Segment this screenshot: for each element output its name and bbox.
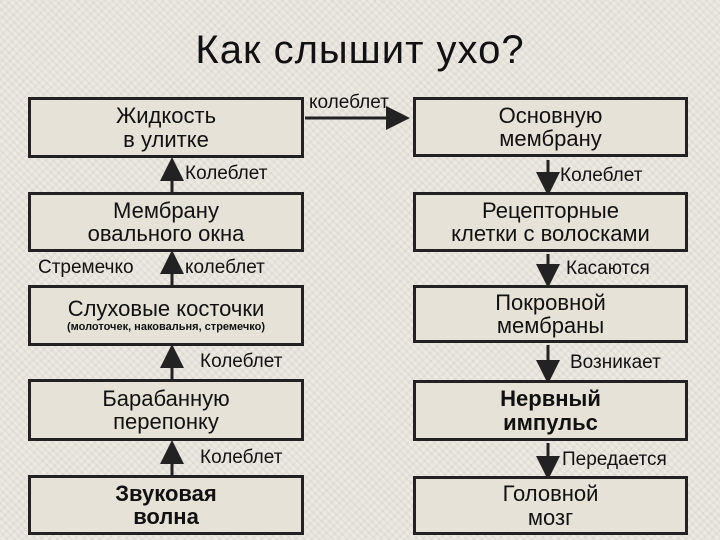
box-nerve-impulse: Нервный импульс <box>413 380 688 441</box>
box-tectorial-membrane: Покровной мембраны <box>413 285 688 343</box>
label-left-up-4: Колеблет <box>200 447 283 468</box>
label-left-up-2: колеблет <box>185 257 265 278</box>
box-hair-cells: Рецепторные клетки с волосками <box>413 192 688 252</box>
label-top-connector: колеблет <box>309 92 389 113</box>
box-oval-window: Мембрану овального окна <box>28 192 304 252</box>
label-right-down-3: Возникает <box>570 352 661 373</box>
ossicles-note: (молоточек, наковальня, стремечко) <box>66 321 265 334</box>
box-basilar-membrane: Основную мембрану <box>413 97 688 157</box>
box-brain: Головной мозг <box>413 476 688 535</box>
label-right-down-2: Касаются <box>566 258 650 279</box>
box-ossicles: Слуховые косточки (молоточек, наковальня… <box>28 285 304 346</box>
page-title: Как слышит ухо? <box>195 28 525 72</box>
box-sound-wave: Звуковая волна <box>28 475 304 535</box>
label-right-down-4: Передается <box>562 449 667 470</box>
box-eardrum: Барабанную перепонку <box>28 379 304 441</box>
label-right-down-1: Колеблет <box>560 165 643 186</box>
label-left-up-3: Колеблет <box>200 351 283 372</box>
label-left-up-1: Колеблет <box>185 163 268 184</box>
box-cochlea-fluid: Жидкость в улитке <box>28 97 304 158</box>
label-stirrup: Стремечко <box>38 257 134 278</box>
